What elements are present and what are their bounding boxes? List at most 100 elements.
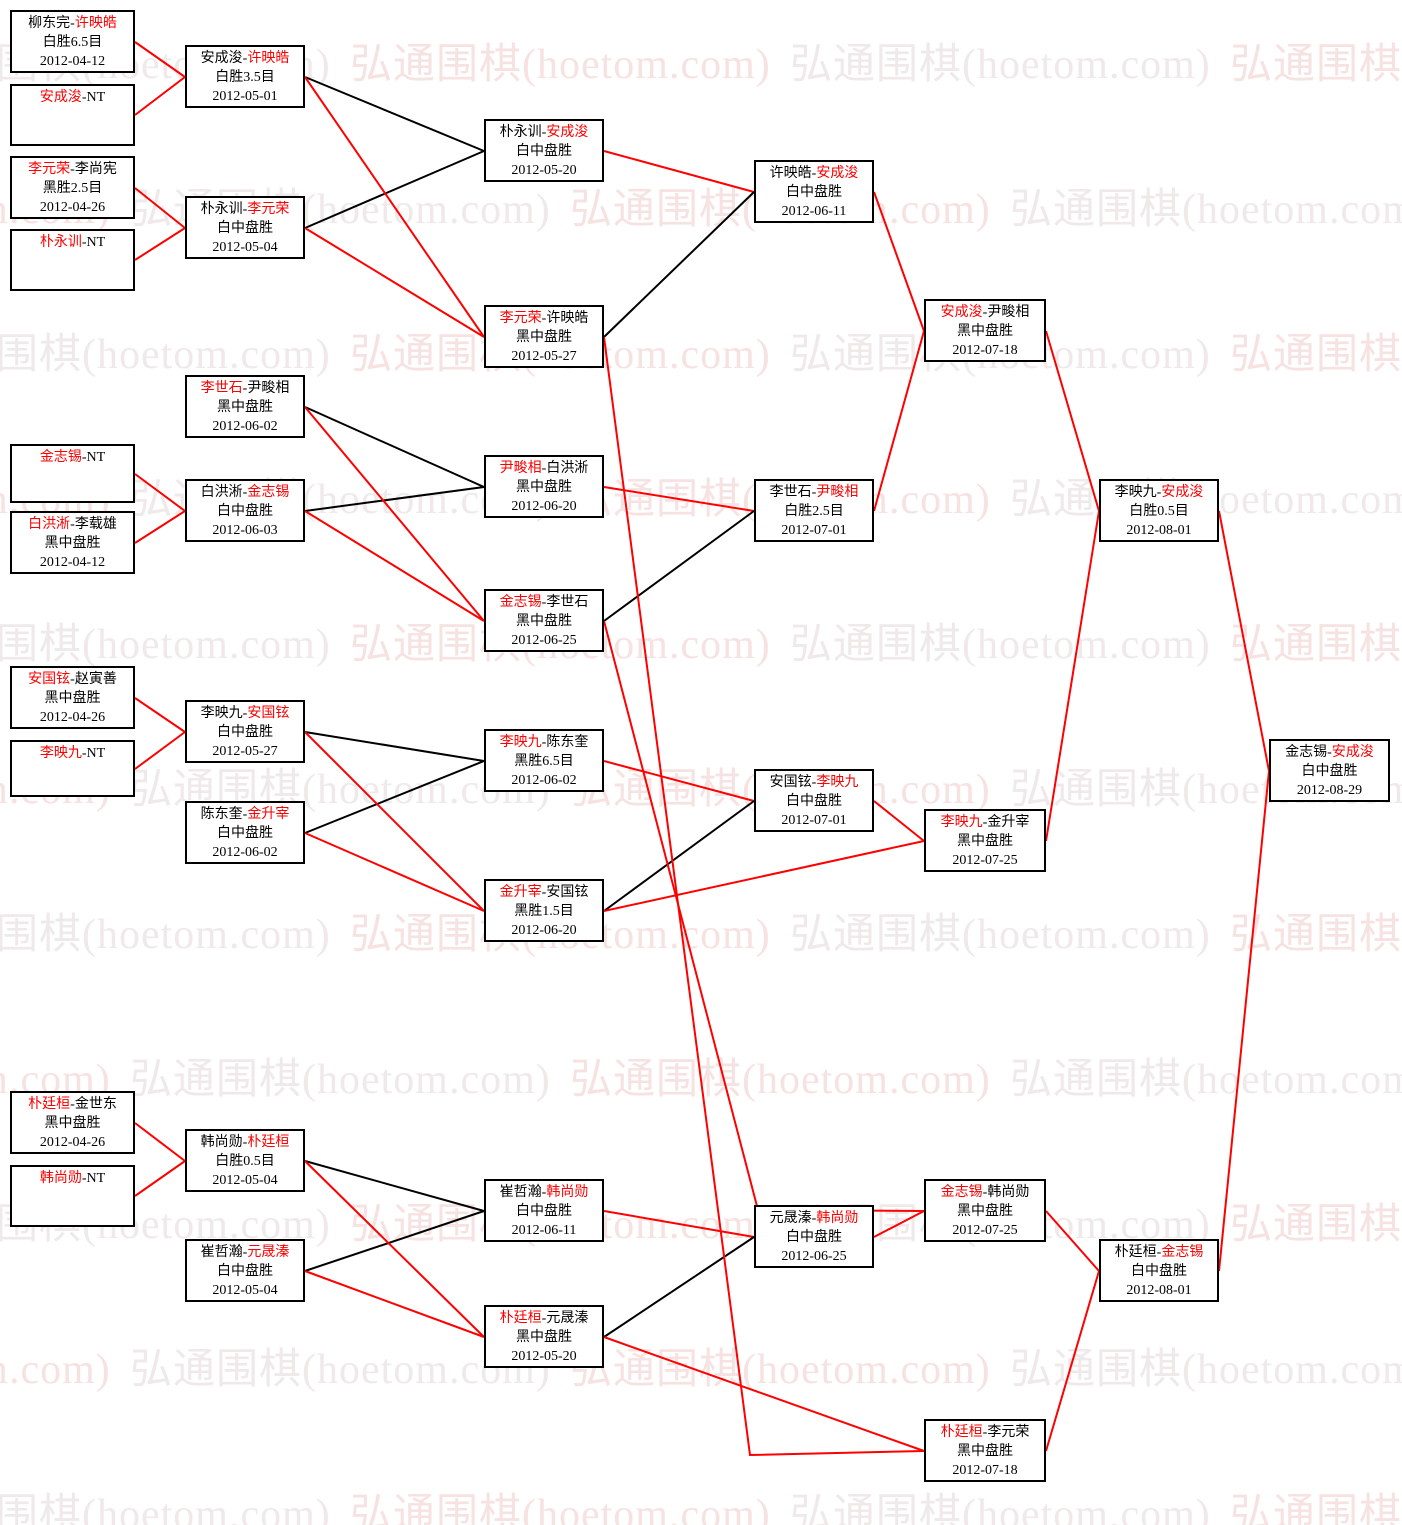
winner-name: 安成浚 [39, 90, 82, 105]
match-players: 韩尚勋-朴廷桓 [187, 1133, 303, 1152]
winner-name: 许映皓 [247, 51, 290, 66]
match-box-a2: 安成浚-NT [10, 84, 135, 146]
player-name: 白洪淅- [200, 485, 248, 500]
connector-win-a6-b4 [134, 510, 186, 544]
winner-name: 李映九 [39, 746, 82, 761]
match-result: 黑胜1.5目 [514, 904, 574, 919]
match-result: 黑中盘胜 [44, 1116, 101, 1131]
match-players: 陈东奎-金升宰 [187, 805, 303, 824]
watermark-text: 弘通围棋(hoetom.com) [570, 1347, 991, 1393]
connector-win-a2-b1 [134, 76, 186, 116]
match-result: 白中盘胜 [786, 794, 842, 809]
connector-win-c1-d1 [603, 150, 755, 193]
connector-win-a9-b7 [134, 1122, 186, 1162]
match-players: 李世石-尹畯相 [756, 483, 872, 502]
match-box-b6: 陈东奎-金升宰白中盘胜 2012-06-02 [185, 801, 305, 864]
match-date: 2012-07-25 [952, 853, 1018, 868]
match-date: 2012-06-02 [511, 773, 577, 788]
player-name: -尹畯相 [242, 381, 290, 396]
winner-name: 金志锡 [940, 1185, 983, 1200]
winner-name: 安成浚 [816, 166, 859, 181]
player-name: -金升宰 [982, 815, 1030, 830]
connector-lose-c4-d2 [603, 510, 755, 622]
winner-name: 安成浚 [1161, 485, 1204, 500]
match-date: 2012-06-02 [212, 845, 278, 860]
player-name: 安国铉- [769, 775, 817, 790]
match-result: 黑中盘胜 [516, 480, 572, 495]
match-result: 黑胜2.5目 [42, 181, 103, 196]
watermark-text: 弘通围棋(hoetom.com) [1010, 1057, 1402, 1103]
winner-name: 朴廷桓 [28, 1097, 71, 1112]
winner-name: 元晟溱 [247, 1245, 290, 1260]
winner-name: 安国铉 [247, 706, 290, 721]
player-name: -安国铉 [541, 885, 589, 900]
player-name: 崔哲瀚- [499, 1185, 547, 1200]
match-result: 白中盘胜 [217, 221, 273, 236]
connector-win-b1-c2 [304, 76, 485, 338]
match-result: 黑中盘胜 [516, 330, 572, 345]
player-name: 许映皓- [769, 166, 817, 181]
winner-name: 李映九 [940, 815, 983, 830]
watermark-text: 弘通围棋(hoetom.com) [1230, 1202, 1402, 1248]
match-result: 白中盘胜 [1301, 764, 1358, 779]
connector-win-b3-c4 [304, 406, 485, 622]
connector-win-c2-e4 [603, 336, 925, 1457]
player-name: 朴永训- [499, 125, 547, 140]
watermark-text: 弘通围棋(hoetom.com) [1230, 912, 1402, 958]
match-box-a4: 朴永训-NT [10, 229, 135, 291]
winner-name: 朴廷桓 [499, 1311, 542, 1326]
player-name: 李世石- [769, 485, 817, 500]
connector-lose-b8-c7 [304, 1210, 485, 1272]
match-date: 2012-06-11 [511, 1223, 577, 1238]
connector-win-f1-g1 [1218, 510, 1270, 772]
match-players: 朴永训-安成浚 [486, 123, 602, 142]
match-players: 安成浚-NT [12, 88, 133, 107]
player-name: -赵寅善 [70, 672, 117, 687]
match-result: 白中盘胜 [217, 504, 273, 519]
match-result: 黑中盘胜 [957, 1204, 1013, 1219]
match-date: 2012-07-25 [952, 1223, 1018, 1238]
player-name: 金志锡- [1285, 745, 1332, 760]
match-date: 2012-04-26 [39, 200, 106, 215]
match-date: 2012-04-26 [39, 710, 106, 725]
watermark-text: 弘通围棋(hoetom.com) [0, 912, 331, 958]
player-name: -李世石 [541, 595, 589, 610]
watermark-text: 弘通围棋(hoetom.com) [130, 1347, 551, 1393]
winner-name: 韩尚勋 [546, 1185, 589, 1200]
winner-name: 金志锡 [499, 595, 542, 610]
match-result: 黑中盘胜 [44, 691, 101, 706]
match-players: 金升宰-安国铉 [486, 883, 602, 902]
winner-name: 韩尚勋 [39, 1171, 82, 1186]
player-name: 李映九- [200, 706, 248, 721]
match-players: 白洪淅-李载雄 [12, 515, 133, 534]
connector-win-f2-g1 [1218, 770, 1270, 1272]
connector-win-e3-f2 [1045, 1210, 1100, 1272]
match-players: 金志锡-李世石 [486, 593, 602, 612]
watermark-text: 弘通围棋(hoetom.com) [0, 1347, 111, 1393]
match-players: 李世石-尹畯相 [187, 379, 303, 398]
match-players: 李映九-NT [12, 744, 133, 763]
connector-win-d2-e1 [873, 330, 925, 512]
watermark-text: 弘通围棋(hoetom.com) [1010, 187, 1402, 233]
match-players: 朴廷桓-李元荣 [926, 1423, 1044, 1442]
match-result: 白中盘胜 [217, 826, 273, 841]
match-date: 2012-05-01 [212, 89, 278, 104]
match-date: 2012-06-25 [511, 633, 577, 648]
match-result: 黑中盘胜 [44, 536, 101, 551]
connector-win-a8-b5 [134, 731, 186, 770]
player-name: 元晟溱- [769, 1211, 817, 1226]
match-result: 白胜0.5目 [215, 1154, 275, 1169]
winner-name: 金升宰 [247, 807, 290, 822]
player-name: -NT [81, 235, 106, 250]
